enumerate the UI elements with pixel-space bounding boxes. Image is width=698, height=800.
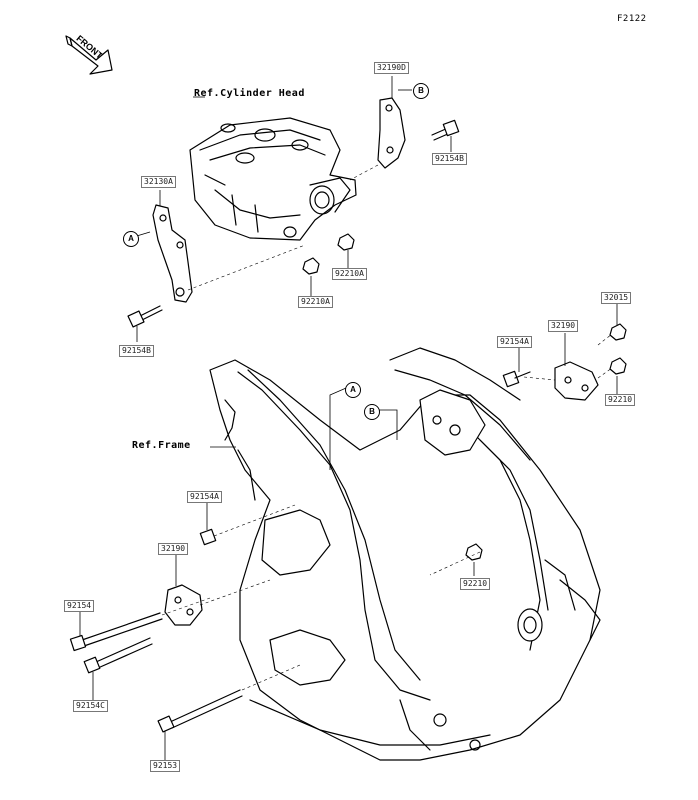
nut-92210-right-drawing bbox=[609, 357, 627, 375]
part-label-32190-left[interactable]: 32190 bbox=[158, 543, 189, 555]
part-label-32015[interactable]: 32015 bbox=[601, 292, 632, 304]
part-label-92210a-1[interactable]: 92210A bbox=[332, 268, 367, 280]
part-label-92154c[interactable]: 92154C bbox=[73, 700, 108, 712]
part-label-92154[interactable]: 92154 bbox=[64, 600, 95, 612]
part-label-92154b-left[interactable]: 92154B bbox=[119, 345, 154, 357]
part-label-32190-right[interactable]: 32190 bbox=[548, 320, 579, 332]
callout-b-top: B bbox=[413, 83, 429, 99]
bolt-92153-drawing bbox=[157, 689, 243, 733]
part-label-32190d[interactable]: 32190D bbox=[374, 62, 409, 74]
bolt-92154b-left-drawing bbox=[127, 305, 163, 328]
ref-frame: Ref.Frame bbox=[132, 440, 191, 451]
bracket-32190-left-drawing bbox=[164, 584, 203, 626]
nut-92210a-drawing bbox=[302, 233, 355, 275]
part-label-92154a-right[interactable]: 92154A bbox=[497, 336, 532, 348]
bolt-92154b-top-drawing bbox=[431, 119, 460, 141]
bracket-32190d-drawing bbox=[377, 97, 406, 169]
diagram-code: F2122 bbox=[617, 14, 647, 24]
callout-b-frame: B bbox=[364, 404, 380, 420]
front-arrow-icon bbox=[65, 35, 113, 75]
nut-92210-center-drawing bbox=[465, 543, 483, 561]
cylinder-head-drawing bbox=[189, 117, 357, 241]
bolt-92154a-left-drawing bbox=[199, 528, 217, 546]
ref-cylinder-head: Ref.Cylinder Head bbox=[194, 88, 305, 99]
part-label-32130a[interactable]: 32130A bbox=[141, 176, 176, 188]
part-label-92154a-left[interactable]: 92154A bbox=[187, 491, 222, 503]
part-label-92210a-2[interactable]: 92210A bbox=[298, 296, 333, 308]
part-label-92153[interactable]: 92153 bbox=[150, 760, 181, 772]
bolt-92154c-drawing bbox=[83, 637, 153, 674]
part-label-92154b-top[interactable]: 92154B bbox=[432, 153, 467, 165]
frame-drawing bbox=[209, 347, 601, 761]
bracket-32190-right-drawing bbox=[554, 361, 599, 401]
callout-a-frame: A bbox=[345, 382, 361, 398]
callout-a-left: A bbox=[123, 231, 139, 247]
bolt-92154-drawing bbox=[69, 612, 163, 652]
part-label-92210-right[interactable]: 92210 bbox=[605, 394, 636, 406]
part-label-92210-center[interactable]: 92210 bbox=[460, 578, 491, 590]
nut-32015-drawing bbox=[609, 323, 627, 341]
bracket-32130a-drawing bbox=[152, 204, 193, 303]
bolt-92154a-right-drawing bbox=[502, 370, 531, 388]
